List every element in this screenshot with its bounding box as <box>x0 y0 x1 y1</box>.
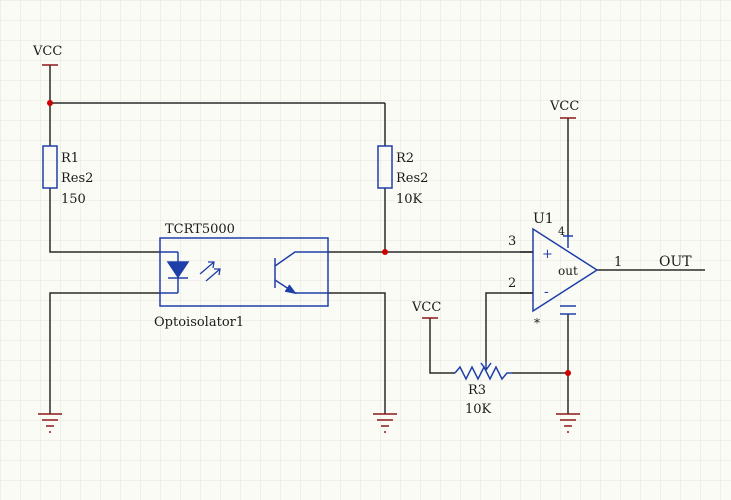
opamp-pin-number-out: 1 <box>614 255 622 270</box>
opamp-star: * <box>534 316 540 330</box>
wire-emitter-gnd <box>328 292 386 414</box>
ground-symbol-icon <box>556 413 580 433</box>
opamp-u1 <box>520 227 599 315</box>
optoisolator-tcrt5000 <box>159 237 329 307</box>
opamp-plus-sign: + <box>542 247 553 262</box>
wire-pot-vcc <box>429 318 455 374</box>
ground-symbol-icon <box>373 413 397 433</box>
junction-dot-vcc <box>47 100 53 106</box>
optoisolator-body <box>159 237 329 307</box>
r1-designator: R1 <box>61 151 79 166</box>
r1-type: Res2 <box>61 171 93 186</box>
r2-designator: R2 <box>396 151 414 166</box>
net-label-out: OUT <box>659 254 692 270</box>
opamp-pin-gnd <box>560 305 576 315</box>
junctions <box>47 100 571 376</box>
opamp-pin-number-plus: 3 <box>508 234 516 249</box>
led-icon <box>160 251 190 294</box>
wire-minus-input <box>485 292 533 362</box>
optoisolator-part-label: TCRT5000 <box>165 222 235 237</box>
resistor-r2 <box>377 145 393 189</box>
r3-designator: R3 <box>468 383 486 398</box>
opamp-out-label: out <box>558 264 578 278</box>
wire-r1-bottom <box>49 188 160 253</box>
vcc-label-opamp: VCC <box>549 99 579 114</box>
light-emission-arrows-icon <box>199 261 221 282</box>
opamp-triangle <box>532 227 599 313</box>
r1-value: 150 <box>61 192 86 207</box>
potentiometer-r3 <box>454 362 512 381</box>
ground-symbol-icon <box>38 413 62 433</box>
opamp-minus-sign: - <box>544 284 549 300</box>
vcc-label-top: VCC <box>32 44 62 59</box>
opamp-designator: U1 <box>533 211 554 227</box>
opamp-pin-vcc <box>563 235 573 248</box>
opamp-pin-number-minus: 2 <box>508 276 516 291</box>
optoisolator-designator: Optoisolator1 <box>154 315 244 330</box>
r2-type: Res2 <box>396 171 428 186</box>
resistor-r1 <box>42 145 58 189</box>
junction-dot-collector <box>382 249 388 255</box>
junction-dot-gnd <box>565 370 571 376</box>
phototransistor-icon <box>274 251 328 295</box>
wires <box>49 65 705 414</box>
r2-value: 10K <box>396 192 423 207</box>
vcc-label-pot: VCC <box>411 300 441 315</box>
r3-value: 10K <box>465 402 492 417</box>
potentiometer-wiper-arrow-icon <box>480 362 492 372</box>
opamp-pin-number-vcc: 4 <box>558 225 565 238</box>
wire-led-gnd <box>49 292 160 414</box>
